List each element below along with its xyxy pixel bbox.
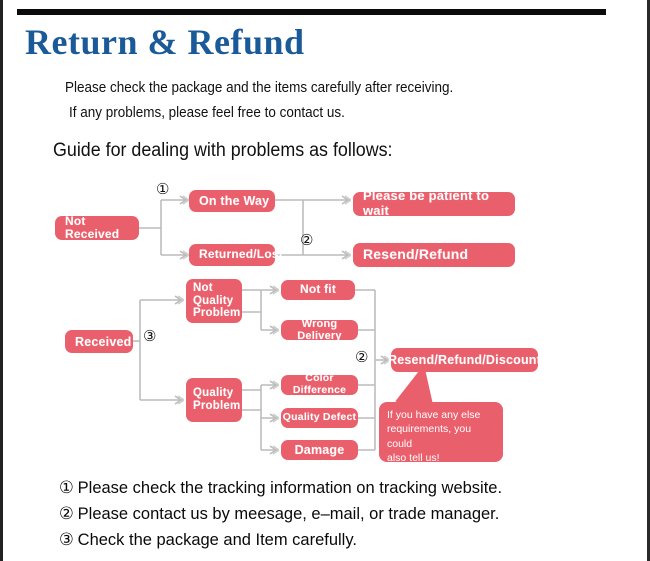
node-damage: Damage — [281, 440, 358, 460]
node-wrong-delivery: Wrong Delivery — [281, 318, 358, 342]
note-number: ③ — [59, 530, 74, 549]
node-quality-defect: Quality Defect — [281, 408, 358, 428]
node-returned-lost: Returned/Lost — [189, 244, 283, 266]
callout-line-3: also tell us! — [387, 452, 440, 465]
intro-line-2: If any problems, please feel free to con… — [69, 105, 345, 121]
node-not-quality-problem: Not Quality Problem — [186, 279, 242, 323]
node-line: Not — [193, 281, 213, 294]
note-number: ① — [59, 478, 74, 497]
top-divider-rule — [17, 9, 606, 15]
node-resend-refund: Resend/Refund — [353, 243, 515, 267]
intro-line-1: Please check the package and the items c… — [65, 80, 454, 96]
page-title: Return & Refund — [25, 22, 305, 62]
marker-1: ① — [156, 182, 170, 198]
callout-bubble: If you have any else requirements, you c… — [379, 402, 503, 465]
node-received: Received — [65, 330, 133, 353]
node-line: Quality — [193, 294, 234, 307]
note-text: Please check the tracking information on… — [77, 478, 503, 497]
node-please-be-patient: Please be patient to wait — [353, 189, 515, 218]
node-not-fit: Not fit — [281, 280, 355, 300]
node-quality-problem: Quality Problem — [186, 378, 242, 422]
note-text: Please contact us by meesage, e–mail, or… — [77, 504, 500, 523]
marker-2-top: ② — [300, 233, 314, 249]
callout-line-2: requirements, you could — [387, 423, 472, 450]
node-line: Quality — [193, 387, 234, 400]
note-text: Check the package and Item carefully. — [77, 530, 357, 549]
node-line: Problem — [193, 400, 241, 412]
callout-line-1: If you have any else — [387, 409, 481, 421]
guide-heading: Guide for dealing with problems as follo… — [53, 140, 393, 161]
node-line: Problem — [193, 307, 241, 320]
node-on-the-way: On the Way — [189, 190, 275, 212]
node-not-received: Not Received — [55, 214, 139, 241]
note-number: ② — [59, 504, 74, 523]
node-color-difference: Color Difference — [281, 372, 358, 396]
marker-2-bottom: ② — [355, 350, 369, 366]
marker-3: ③ — [143, 329, 157, 345]
node-resend-refund-discount: Resend/Refund/Discount — [388, 348, 541, 372]
